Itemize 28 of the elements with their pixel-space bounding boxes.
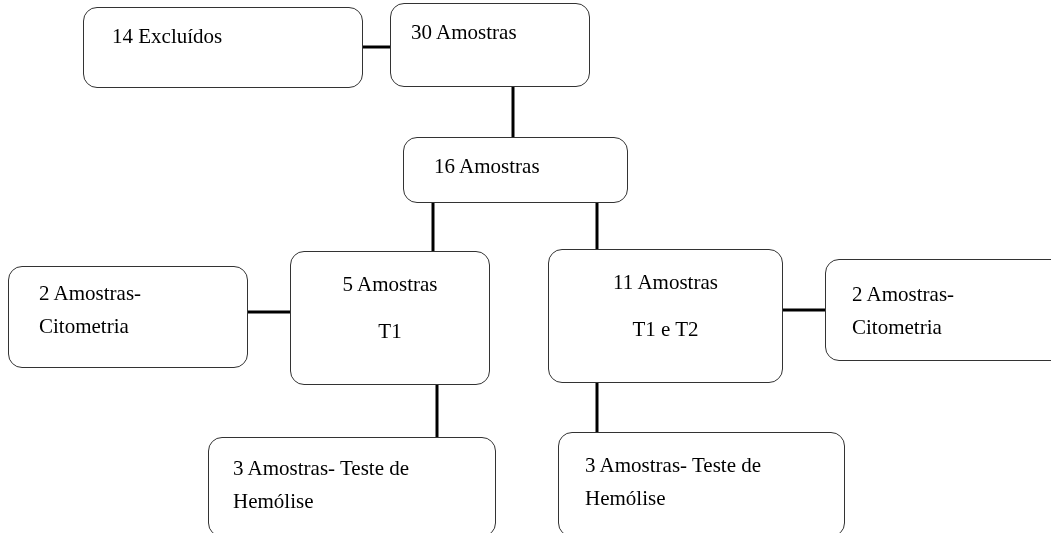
connector-line xyxy=(783,308,825,312)
process-box xyxy=(390,3,590,87)
connector-line xyxy=(595,203,599,249)
box-text: 3 Amostras- Teste de Hemólise xyxy=(585,452,763,512)
process-box xyxy=(290,251,490,385)
process-box xyxy=(558,432,845,533)
box-text: T1 xyxy=(377,318,403,345)
process-box xyxy=(403,137,628,203)
box-text: 30 Amostras xyxy=(411,19,518,46)
process-box xyxy=(8,266,248,368)
box-text: 11 Amostras xyxy=(612,269,719,296)
process-box xyxy=(83,7,363,88)
connector-line xyxy=(595,383,599,432)
connector-line xyxy=(363,45,390,49)
box-text: 14 Excluídos xyxy=(112,23,224,50)
box-text: 2 Amostras- Citometria xyxy=(852,281,956,341)
connector-line xyxy=(431,203,435,251)
box-text: T1 e T2 xyxy=(631,316,700,343)
process-box xyxy=(825,259,1051,361)
box-text: 16 Amostras xyxy=(434,153,541,180)
process-box xyxy=(208,437,496,533)
process-box xyxy=(548,249,783,383)
box-text: 3 Amostras- Teste de Hemólise xyxy=(233,455,411,515)
connector-line xyxy=(435,385,439,437)
connector-line xyxy=(248,310,290,314)
box-text: 5 Amostras xyxy=(341,271,439,298)
connector-line xyxy=(511,87,515,137)
box-text: 2 Amostras- Citometria xyxy=(39,280,143,340)
